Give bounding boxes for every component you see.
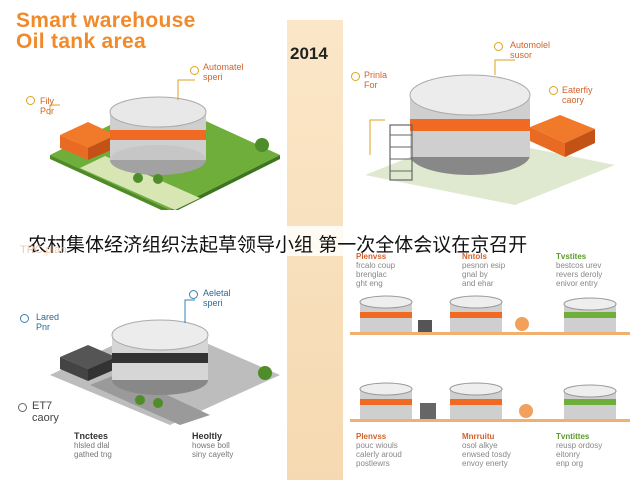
label-automatic: Automatel speri xyxy=(203,62,244,82)
label-et: ET7 caory xyxy=(32,400,59,424)
label-aerial: Aeletal speri xyxy=(203,288,231,308)
page-title-line2: Oil tank area xyxy=(16,30,146,53)
marker-icon xyxy=(549,86,558,95)
legend-item: Tnctees hlsled dlal gathed tng xyxy=(74,431,112,460)
caption-band xyxy=(0,226,640,256)
marker-icon xyxy=(351,72,360,81)
marker-icon xyxy=(189,290,198,299)
grid-card: Nntols pesnon esip gnal by and ehar xyxy=(462,252,506,288)
faded-header: TRC plan xyxy=(20,244,67,256)
tank-row-2 xyxy=(350,382,630,422)
label-land: Lared Pnr xyxy=(36,312,60,332)
grid-card: Tvstites bestcos urev revers deroly eniv… xyxy=(556,252,603,288)
label-fuel: Fily Por xyxy=(40,96,55,116)
marker-icon xyxy=(18,403,27,412)
marker-icon xyxy=(20,314,29,323)
label-electrical: Eaterfiy caory xyxy=(562,85,593,105)
tank-scene-bottom-left xyxy=(50,299,280,425)
marker-icon xyxy=(190,66,199,75)
label-automated: Automolel susor xyxy=(510,40,551,60)
grid-card: Tvntittes reusp ordosy eitonry enp org xyxy=(556,432,603,468)
caption-text: 农村集体经济组织法起草领导小组 第一次全体会议在京召开 xyxy=(28,235,528,256)
legend-item: Heoltly howse boll siny cayelty xyxy=(192,431,234,460)
page-title-line1: Smart warehouse xyxy=(16,9,196,32)
tank-scene-top-left xyxy=(49,79,280,210)
grid-card: Plenvss frcalo coup brenglac ght eng xyxy=(356,252,396,288)
tank-row-1 xyxy=(350,295,630,335)
year-label: 2014 xyxy=(290,44,328,63)
grid-card: Plenvss pouc wiouls calerly aroud postle… xyxy=(356,432,402,468)
grid-card: Mnrruitu osol alkye enwsed tosdy envoy e… xyxy=(462,432,511,468)
lock-icon xyxy=(494,42,503,51)
tank-scene-top-right xyxy=(365,59,615,205)
marker-icon xyxy=(26,96,35,105)
label-print: Prinla For xyxy=(364,70,388,90)
